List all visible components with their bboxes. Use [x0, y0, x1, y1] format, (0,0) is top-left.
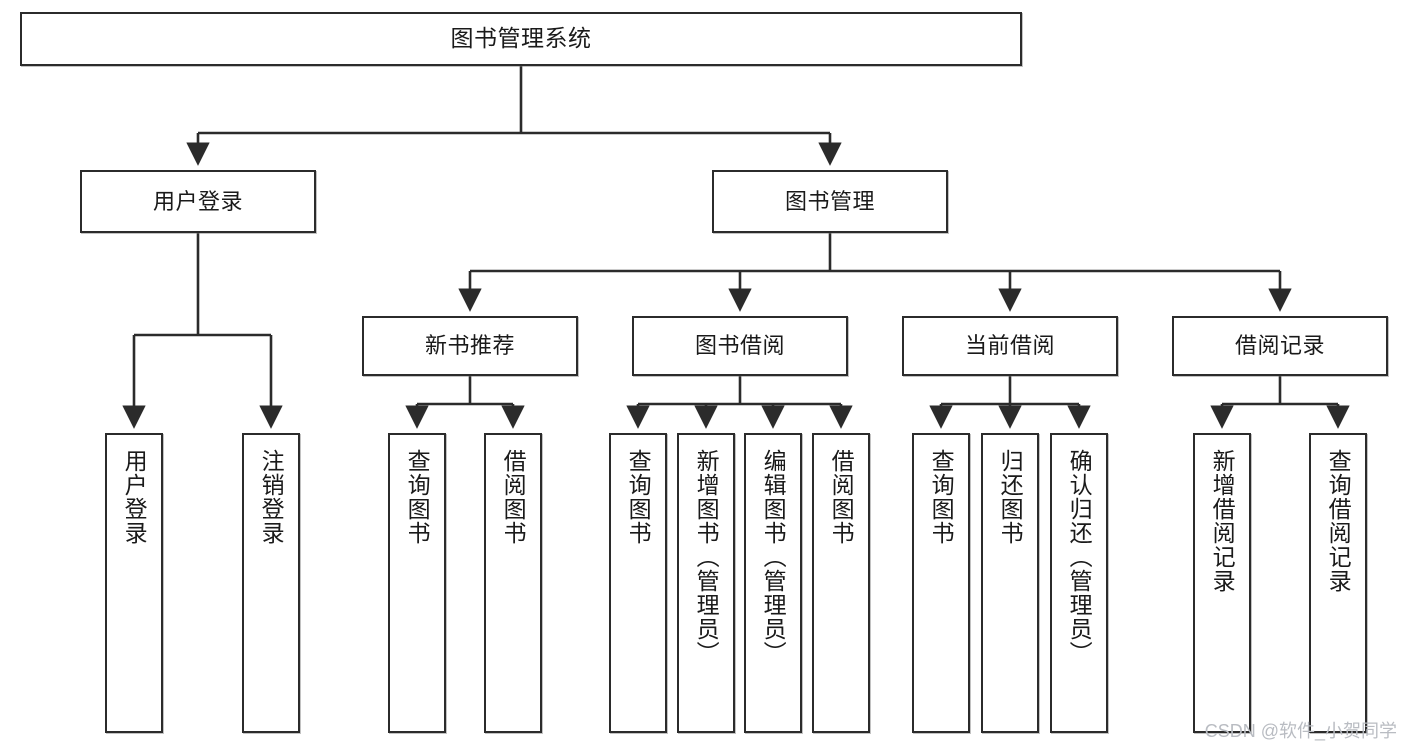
node-borrowing-record[interactable]: 借阅记录: [1172, 316, 1388, 376]
leaf-new-book-query-book[interactable]: 查询图书: [388, 433, 446, 733]
node-current-borrowing[interactable]: 当前借阅: [902, 316, 1118, 376]
node-new-book-recommendation[interactable]: 新书推荐: [362, 316, 578, 376]
node-label: 借阅记录: [1234, 333, 1325, 359]
node-label: 当前借阅: [964, 333, 1055, 359]
leaf-record-add-record[interactable]: 新增借阅记录: [1193, 433, 1251, 733]
node-label: 注销登录: [258, 449, 285, 545]
node-label: 新书推荐: [424, 333, 515, 359]
node-book-management[interactable]: 图书管理: [712, 170, 948, 233]
node-user-login[interactable]: 用户登录: [80, 170, 316, 233]
node-label: 查询图书: [928, 449, 955, 545]
node-book-borrowing[interactable]: 图书借阅: [632, 316, 848, 376]
leaf-current-return-book[interactable]: 归还图书: [981, 433, 1039, 733]
leaf-new-book-borrow-book[interactable]: 借阅图书: [484, 433, 542, 733]
node-label: 图书借阅: [694, 333, 785, 359]
node-label: 新增图书（管理员）: [693, 449, 720, 665]
node-label: 新增借阅记录: [1209, 449, 1236, 593]
node-label: 查询图书: [625, 449, 652, 545]
leaf-borrow-add-book-admin[interactable]: 新增图书（管理员）: [677, 433, 735, 733]
node-label: 借阅图书: [500, 449, 527, 545]
node-label: 用户登录: [152, 188, 243, 214]
leaf-borrow-query-book[interactable]: 查询图书: [609, 433, 667, 733]
node-label: 图书管理系统: [450, 25, 592, 52]
node-label: 图书管理: [784, 188, 875, 214]
node-label: 归还图书: [997, 449, 1024, 545]
node-label: 用户登录: [121, 449, 148, 545]
node-label: 编辑图书（管理员）: [760, 449, 787, 665]
leaf-user-login-login[interactable]: 用户登录: [105, 433, 163, 733]
leaf-borrow-edit-book-admin[interactable]: 编辑图书（管理员）: [744, 433, 802, 733]
node-root-book-management-system[interactable]: 图书管理系统: [20, 12, 1022, 66]
leaf-borrow-borrow-book[interactable]: 借阅图书: [812, 433, 870, 733]
node-label: 确认归还（管理员）: [1066, 449, 1093, 665]
node-label: 查询借阅记录: [1325, 449, 1352, 593]
node-label: 查询图书: [404, 449, 431, 545]
node-label: 借阅图书: [828, 449, 855, 545]
leaf-record-query-record[interactable]: 查询借阅记录: [1309, 433, 1367, 733]
leaf-current-query-book[interactable]: 查询图书: [912, 433, 970, 733]
watermark-text: CSDN @软件_小贺同学: [1204, 721, 1397, 741]
leaf-current-confirm-return-admin[interactable]: 确认归还（管理员）: [1050, 433, 1108, 733]
leaf-user-login-logout[interactable]: 注销登录: [242, 433, 300, 733]
